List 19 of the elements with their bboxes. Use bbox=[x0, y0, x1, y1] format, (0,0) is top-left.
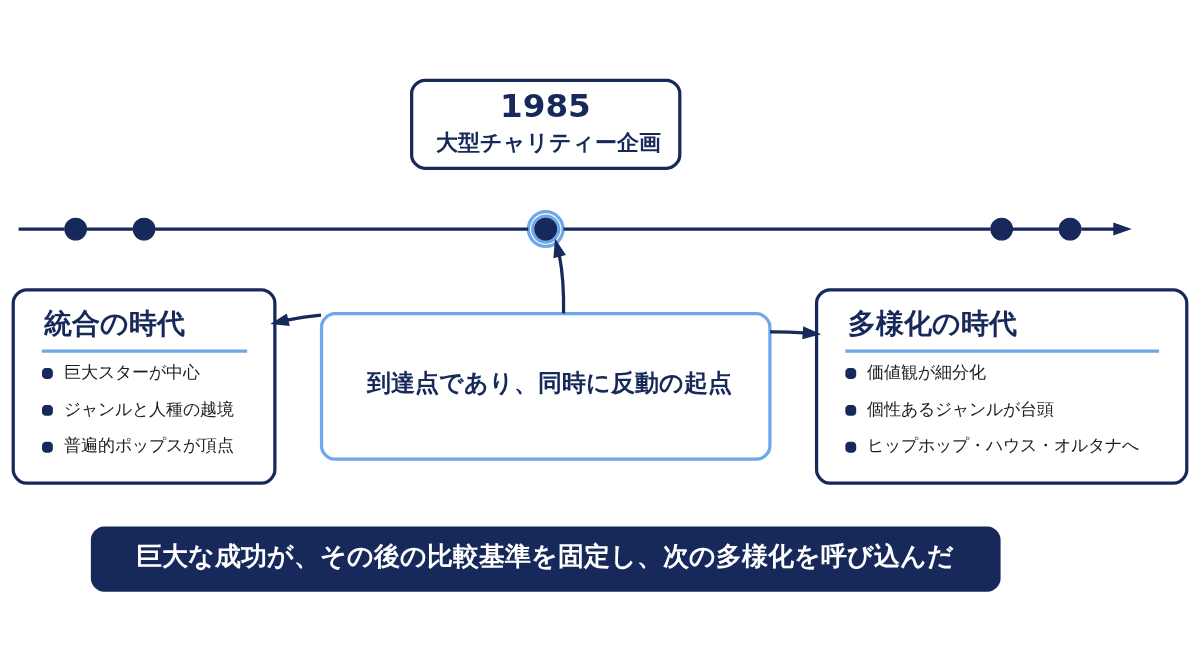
connector bbox=[563, 227, 991, 231]
connector bbox=[1012, 227, 1059, 231]
node-box: 巨大な成功が、その後の比較基準を固定し、次の多様化を呼び込んだ bbox=[90, 526, 1001, 592]
node-circle bbox=[64, 217, 88, 241]
node-box: 1985 大型チャリティー企画 bbox=[410, 78, 682, 170]
node-box: 統合の時代 巨大スターが中心 ジャンルと人種の越境 普遍的ポップスが頂点 bbox=[11, 288, 277, 485]
arrow bbox=[770, 326, 822, 340]
node-circle bbox=[1058, 217, 1082, 241]
node-circle bbox=[526, 210, 565, 249]
arrow bbox=[270, 313, 322, 327]
node-circle bbox=[990, 217, 1014, 241]
arrow bbox=[553, 238, 566, 314]
connector bbox=[155, 227, 529, 231]
node-box: 到達点であり、同時に反動の起点 bbox=[319, 312, 772, 461]
node-box: 多様化の時代 価値観が細分化 個性あるジャンルが台頭 ヒップホップ・ハウス・オルタナへ bbox=[814, 288, 1189, 485]
arrow bbox=[1081, 222, 1132, 236]
connector bbox=[86, 227, 133, 231]
connector bbox=[18, 227, 65, 231]
node-circle bbox=[132, 217, 156, 241]
